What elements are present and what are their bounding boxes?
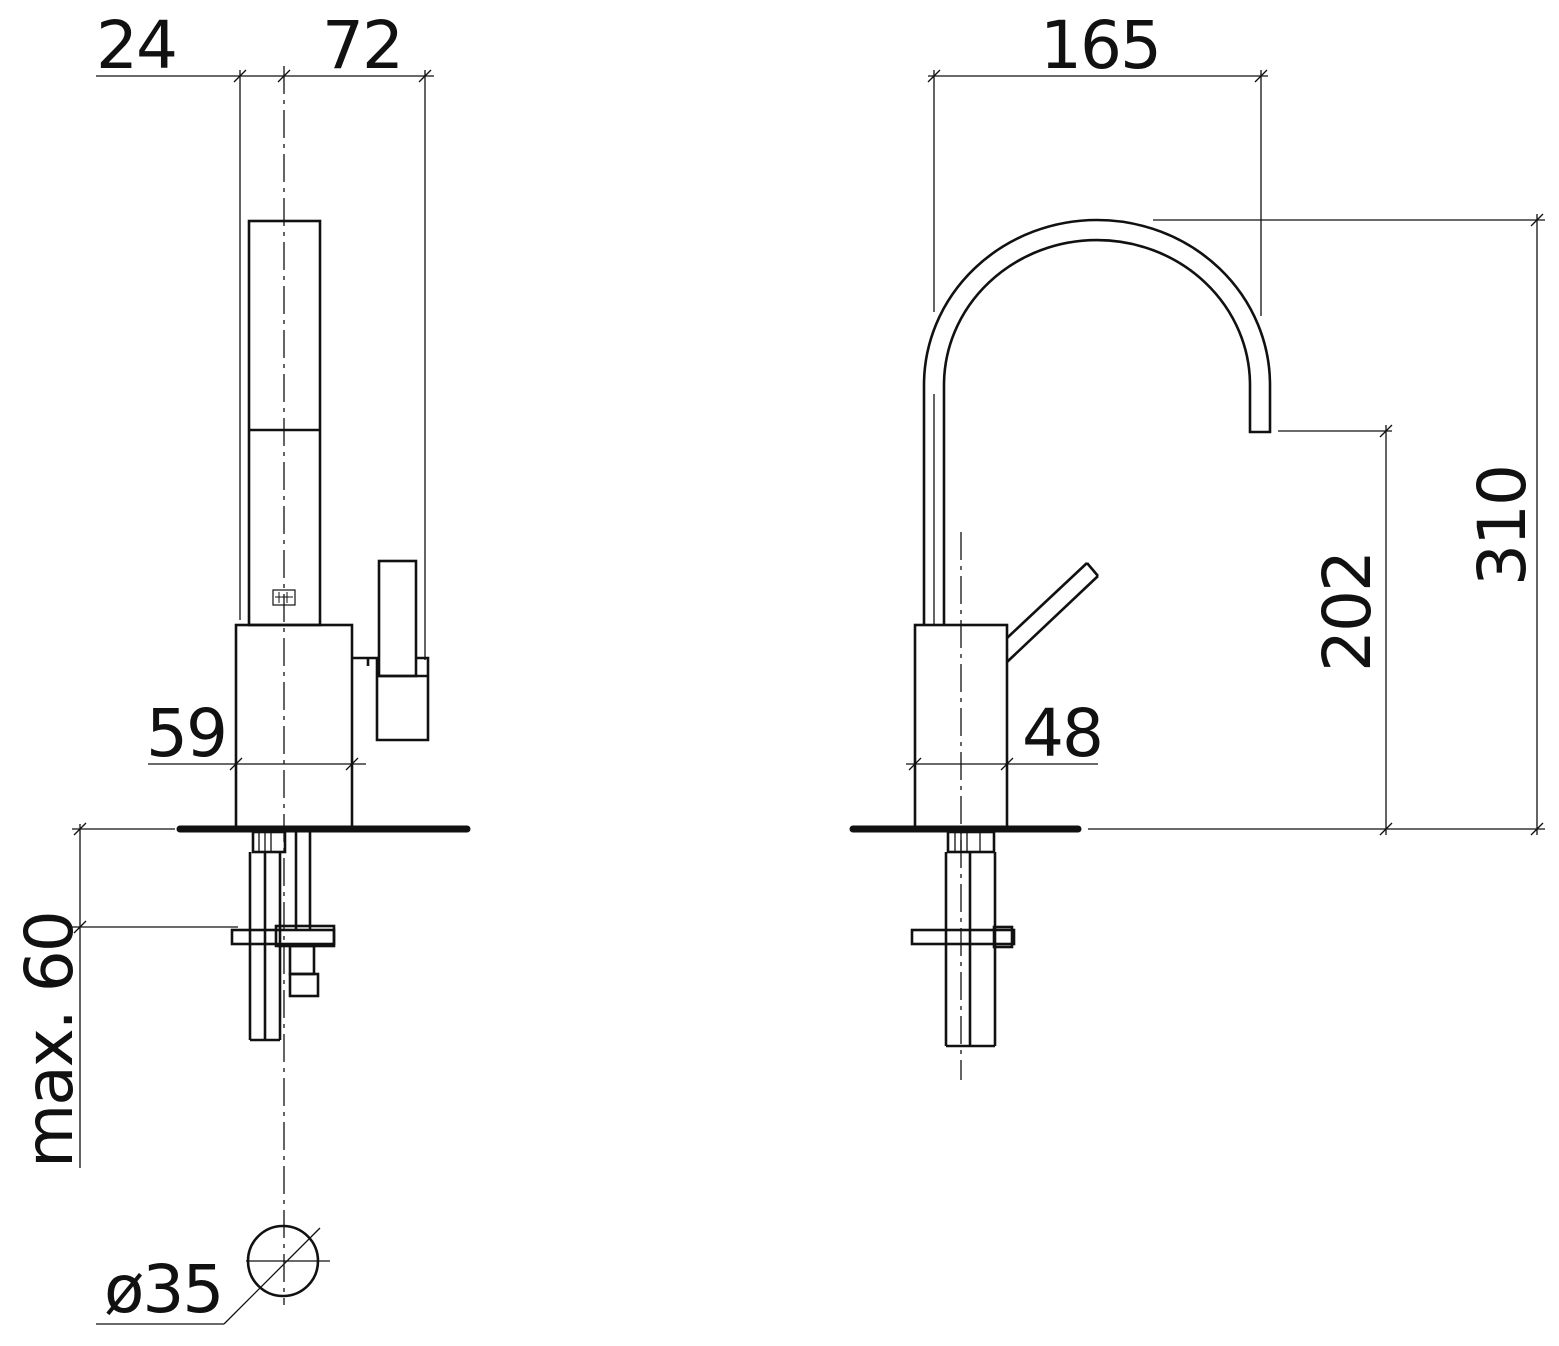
front-view: 165 48	[849, 7, 1545, 1080]
fixing-nut-front	[910, 928, 1016, 946]
dim-48: 48	[1022, 695, 1102, 772]
dim-24: 24	[96, 7, 176, 84]
side-view: 24 72 59	[11, 7, 471, 1328]
lever-handle-front	[1006, 562, 1099, 663]
gooseneck-spout	[922, 218, 1272, 625]
fixing-nut	[230, 928, 336, 946]
dim-165: 165	[1040, 7, 1160, 84]
dim-59: 59	[146, 695, 226, 772]
dim-diameter-35: ø35	[104, 1251, 222, 1328]
dim-72: 72	[322, 7, 402, 84]
dim-310: 310	[1464, 466, 1541, 586]
mixer-body	[234, 623, 354, 830]
logo-icon	[272, 589, 296, 606]
dim-202: 202	[1309, 552, 1386, 672]
dim-max-60: max. 60	[11, 912, 88, 1168]
lever-handle	[352, 559, 430, 742]
